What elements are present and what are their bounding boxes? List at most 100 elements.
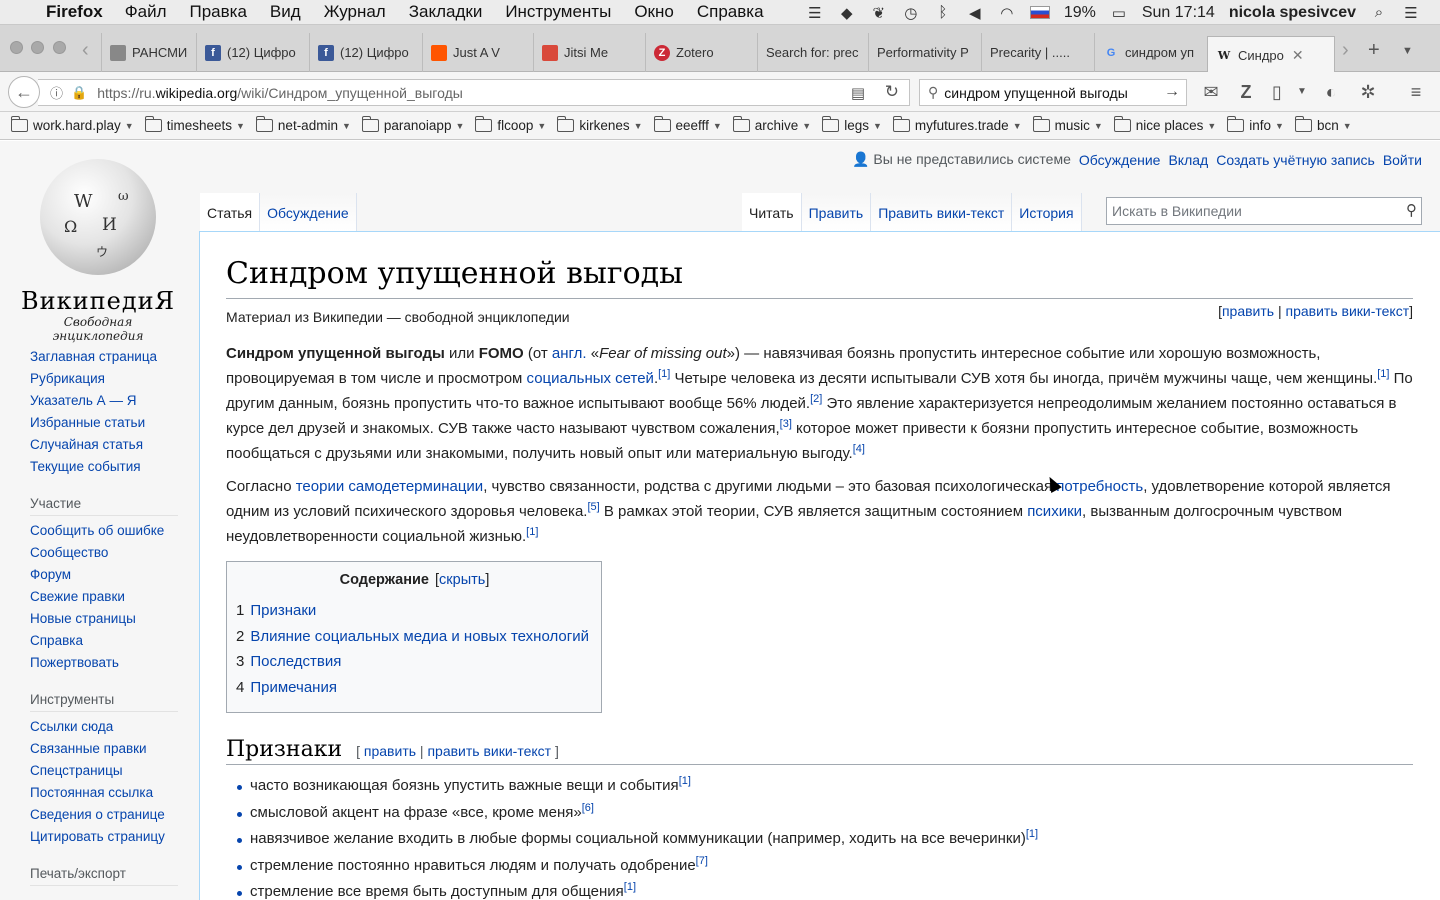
toc-link[interactable]: Примечания [250, 678, 337, 696]
sidebar-heading-print[interactable]: Печать/экспорт [30, 866, 178, 886]
bluetooth-icon[interactable]: ᛒ [938, 4, 948, 21]
window-zoom-button[interactable] [53, 41, 66, 54]
sidebar-participation-link[interactable]: Пожертвовать [30, 655, 119, 670]
sidebar-participation-link[interactable]: Новые страницы [30, 611, 136, 626]
bookmark-folder[interactable]: net-admin▼ [255, 116, 351, 133]
new-tab-button[interactable]: + [1368, 39, 1380, 61]
time-machine-icon[interactable]: ◷ [904, 4, 918, 22]
menubar-user[interactable]: nicola spesivcev [1228, 3, 1356, 21]
leaf-icon[interactable]: ❦ [872, 4, 886, 22]
bookmark-folder[interactable]: paranoiapp▼ [361, 116, 464, 133]
link-social-networks[interactable]: социальных сетей [526, 370, 654, 387]
input-language-flag-icon[interactable] [1029, 6, 1050, 19]
bookmark-folder[interactable]: timesheets▼ [144, 116, 245, 133]
secure-lock-icon[interactable]: 🔒 [71, 84, 88, 100]
tab-edit[interactable]: Править [801, 193, 872, 231]
browser-tab[interactable]: Search for: prec [757, 33, 868, 72]
browser-tab[interactable]: f(12) Цифро [196, 33, 309, 72]
wikipedia-logo[interactable]: W Ω И ω ウ ВикипедиЯ Свободная энциклопед… [18, 159, 178, 343]
bookmark-reader-icon[interactable]: ▯ [1272, 82, 1282, 102]
reference-link[interactable]: [6] [581, 801, 594, 814]
bookmark-folder[interactable]: myfutures.trade▼ [892, 116, 1022, 133]
volume-icon[interactable]: ◀ [969, 4, 981, 22]
sidebar-tools-link[interactable]: Связанные правки [30, 741, 147, 756]
menu-edit[interactable]: Правка [189, 2, 247, 21]
bookmark-folder[interactable]: legs▼ [822, 116, 882, 133]
extension-icon[interactable]: ◐ [1325, 82, 1337, 102]
bookmark-folder[interactable]: kirkenes▼ [557, 116, 643, 133]
bookmark-folder[interactable]: work.hard.play▼ [11, 116, 134, 133]
sidebar-tools-link[interactable]: Сведения о странице [30, 807, 165, 822]
tab-article[interactable]: Статья [200, 193, 261, 231]
sidebar-nav-link[interactable]: Случайная статья [30, 437, 144, 452]
link-psyche[interactable]: психики [1027, 503, 1083, 520]
page-edit-source-link[interactable]: править вики-текст [1285, 303, 1410, 319]
reference-link[interactable]: [1] [526, 526, 539, 538]
menubar-clock[interactable]: Sun 17:14 [1141, 3, 1215, 21]
reference-link[interactable]: [2] [810, 393, 823, 405]
reference-link[interactable]: [1] [1025, 828, 1039, 840]
link-need[interactable]: потребность [1056, 478, 1144, 495]
sidebar-participation-link[interactable]: Свежие правки [30, 589, 125, 604]
bookmark-folder[interactable]: eeefff▼ [653, 116, 722, 133]
toc-hide-link[interactable]: скрыть [439, 572, 486, 588]
sidebar-tools-link[interactable]: Цитировать страницу [30, 829, 165, 844]
menu-help[interactable]: Справка [696, 2, 764, 21]
tab-edit-source[interactable]: Править вики-текст [871, 193, 1013, 231]
menu-history[interactable]: Журнал [323, 2, 386, 21]
reference-link[interactable]: [1] [678, 775, 691, 787]
tabs-scroll-right-icon[interactable]: › [1342, 39, 1349, 61]
toc-link[interactable]: Влияние социальных медиа и новых техноло… [250, 627, 589, 645]
personal-contributions-link[interactable]: Вклад [1168, 151, 1209, 168]
dropbox-icon[interactable]: ◆ [841, 4, 853, 22]
sidebar-nav-link[interactable]: Избранные статьи [30, 415, 146, 430]
personal-talk-link[interactable]: Обсуждение [1078, 151, 1161, 168]
sidebar-tools-link[interactable]: Ссылки сюда [30, 719, 114, 734]
section-edit-source-link[interactable]: править вики-текст [427, 743, 552, 759]
sidebar-nav-link[interactable]: Рубрикация [30, 371, 105, 386]
wiki-search-icon[interactable]: ⚲ [1406, 202, 1417, 219]
url-bar[interactable]: ⓘ 🔒 https://ru.wikipedia.org/wiki/Синдро… [38, 79, 910, 106]
create-account-link[interactable]: Создать учётную запись [1216, 151, 1375, 168]
menu-file[interactable]: Файл [124, 2, 167, 21]
section-edit-link[interactable]: править [363, 743, 417, 759]
tab-close-icon[interactable]: ✕ [1291, 46, 1304, 63]
wifi-icon[interactable]: ◠ [1000, 4, 1014, 22]
menu-tools[interactable]: Инструменты [505, 2, 612, 21]
bookmark-folder[interactable]: flcoop▼ [475, 116, 546, 133]
wiki-search-input[interactable]: Искать в Википедии ⚲ [1106, 197, 1422, 225]
reference-link[interactable]: [3] [779, 418, 792, 430]
zotero-toolbar-icon[interactable]: Z [1240, 82, 1252, 102]
bookmark-folder[interactable]: music▼ [1032, 116, 1103, 133]
sidebar-nav-link[interactable]: Заглавная страница [30, 349, 158, 364]
search-go-arrow-icon[interactable]: → [1164, 83, 1180, 100]
sidebar-participation-link[interactable]: Форум [30, 567, 72, 582]
tab-talk[interactable]: Обсуждение [260, 193, 357, 231]
reference-link[interactable]: [1] [623, 881, 636, 893]
reference-link[interactable]: [1] [1377, 368, 1390, 380]
sidebar-tools-link[interactable]: Спецстраницы [30, 763, 123, 778]
toc-link[interactable]: Признаки [250, 602, 317, 619]
mail-icon[interactable]: ✉ [1203, 82, 1219, 102]
browser-search-bar[interactable]: ⚲ синдром упущенной выгоды → [919, 79, 1187, 106]
reader-view-icon[interactable]: ▤ [850, 85, 865, 102]
spotlight-search-icon[interactable]: ⌕ [1374, 4, 1384, 21]
tab-read[interactable]: Читать [742, 193, 802, 231]
sidebar-tools-link[interactable]: Постоянная ссылка [30, 785, 154, 800]
sidebar-participation-link[interactable]: Сообщество [30, 545, 109, 560]
reference-link[interactable]: [1] [658, 368, 671, 380]
extension-puzzle-icon[interactable]: ✲ [1360, 82, 1376, 102]
link-self-determination-theory[interactable]: теории самодетерминации [295, 478, 484, 495]
page-edit-link[interactable]: править [1221, 303, 1275, 319]
bookmark-folder[interactable]: info▼ [1227, 116, 1284, 133]
reference-link[interactable]: [7] [695, 854, 708, 867]
notes-icon[interactable]: ☰ [808, 4, 822, 22]
sidebar-nav-link[interactable]: Указатель А — Я [30, 393, 137, 408]
url-text[interactable]: https://ru.wikipedia.org/wiki/Синдром_уп… [97, 85, 463, 101]
browser-tab[interactable]: Just A V [422, 33, 533, 72]
browser-tab[interactable]: f(12) Цифро [309, 33, 422, 72]
browser-tab[interactable]: Precarity | ..... [981, 33, 1094, 72]
page-info-icon[interactable]: ⓘ [50, 86, 64, 101]
